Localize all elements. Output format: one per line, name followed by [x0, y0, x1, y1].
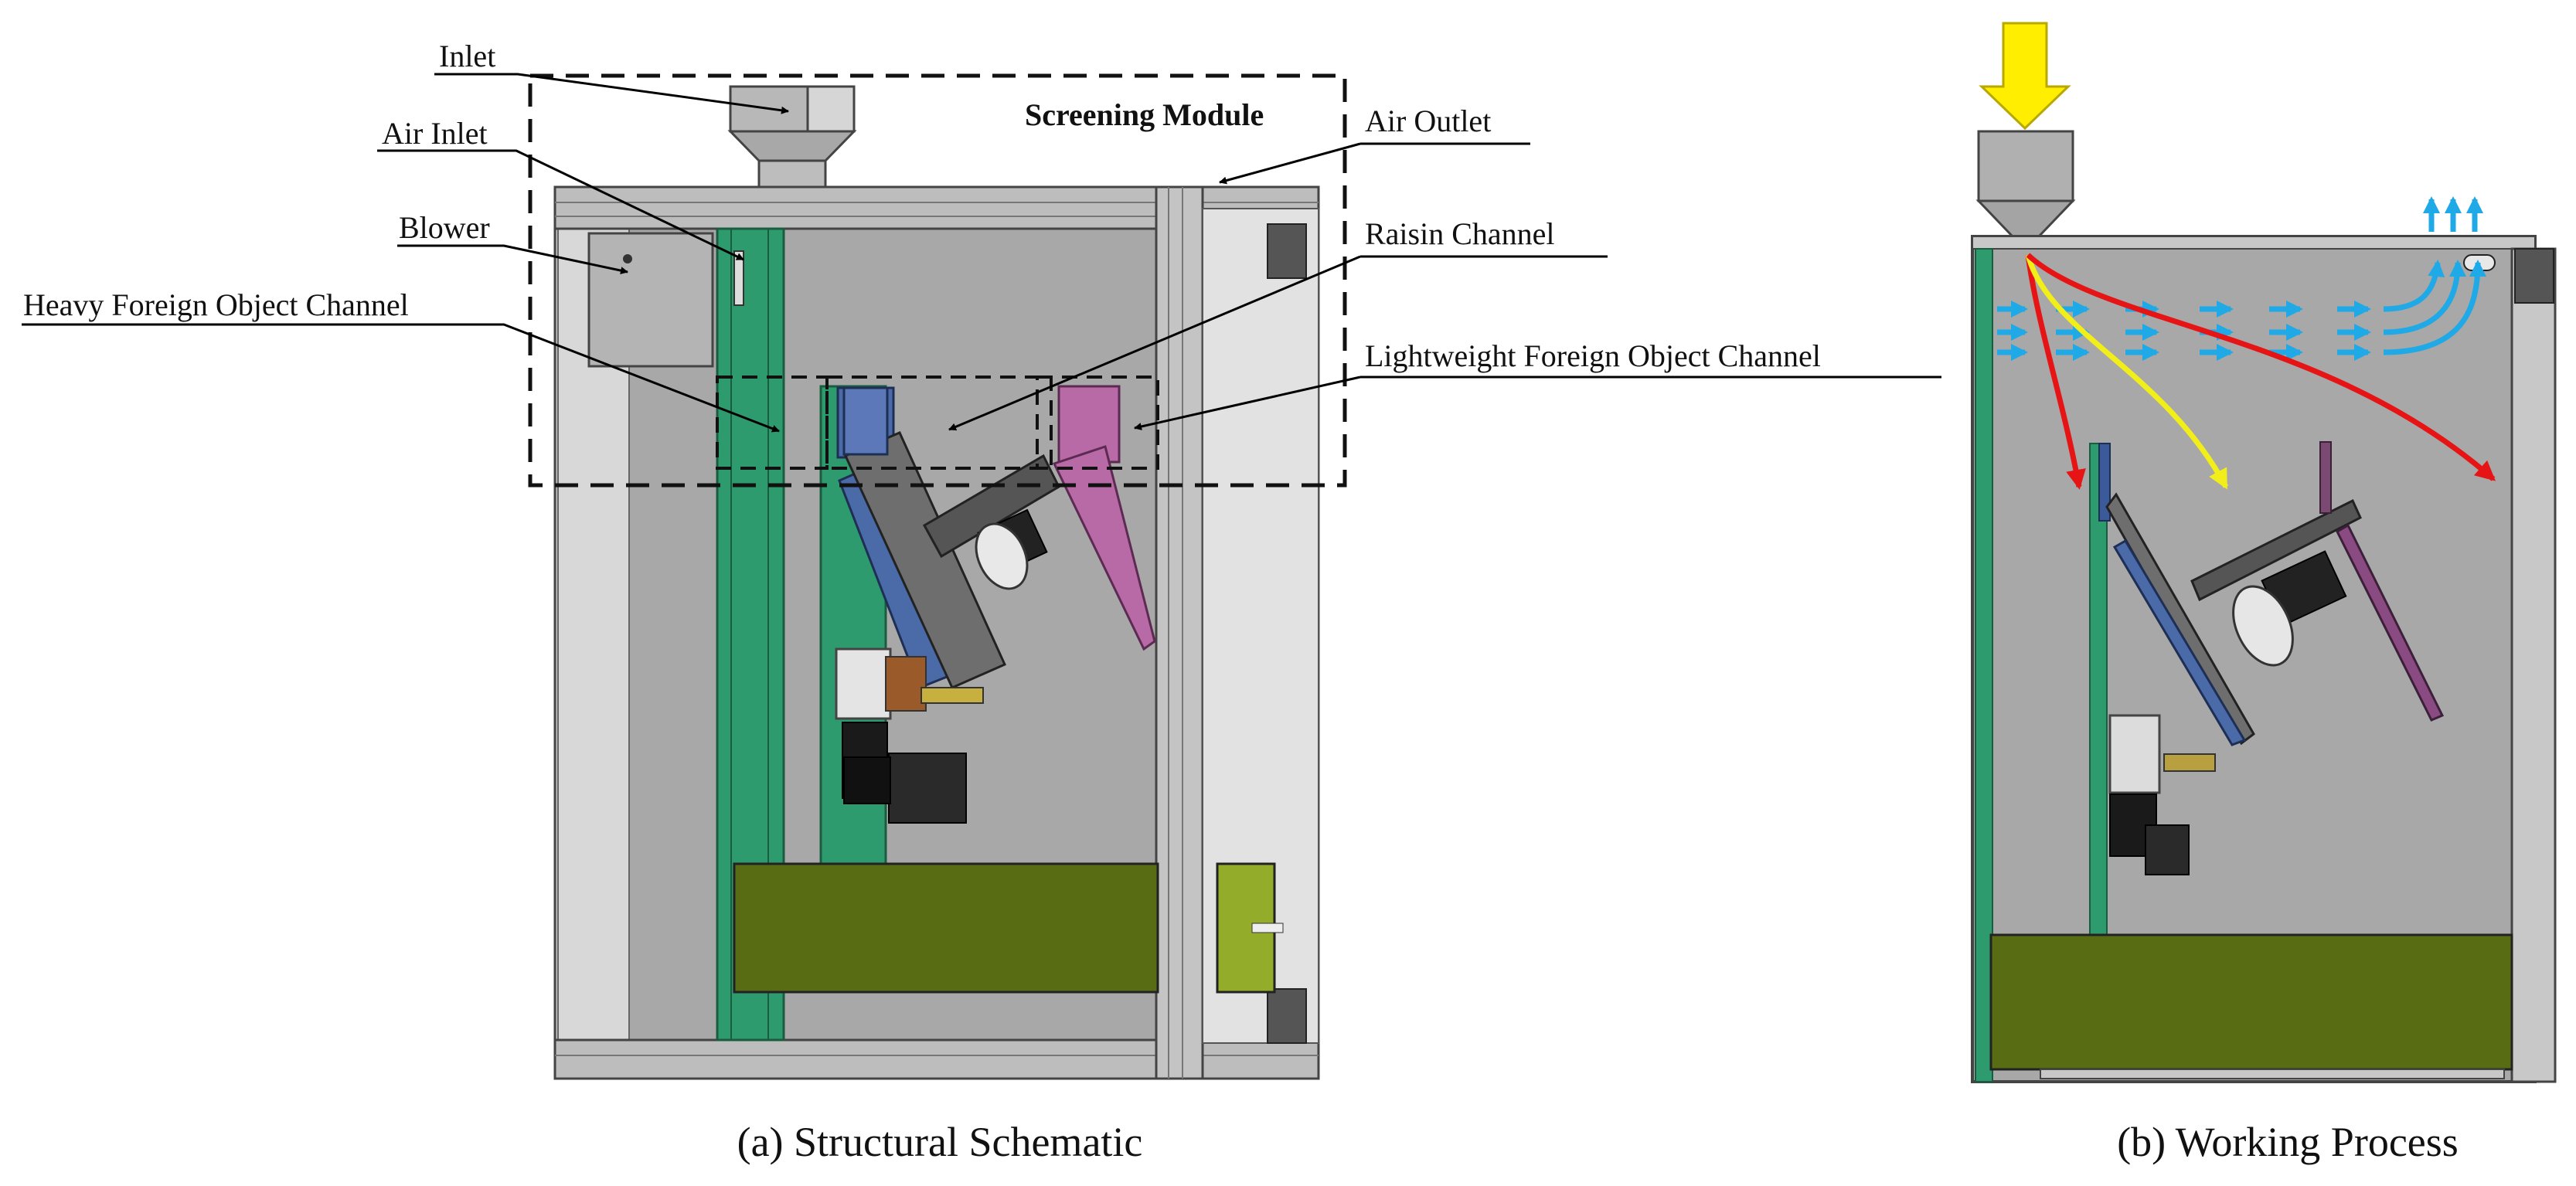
raisin-channel-box: [825, 376, 1053, 470]
magenta-chute: [1057, 385, 1121, 464]
raisin-path: [2025, 254, 2229, 490]
caption-a: (a) Structural Schematic: [737, 1119, 1143, 1165]
label-air-inlet: Air Inlet: [382, 116, 488, 151]
label-lightweight-channel: Lightweight Foreign Object Channel: [1365, 338, 1821, 373]
heavy-channel-box: [716, 376, 829, 470]
label-heavy-channel: Heavy Foreign Object Channel: [23, 287, 409, 322]
inlet-hopper: [727, 85, 857, 189]
structural-schematic: Inlet Air Inlet Blower Heavy Foreign Obj…: [22, 39, 1941, 1165]
label-inlet: Inlet: [439, 39, 495, 73]
label-air-outlet: Air Outlet: [1365, 104, 1491, 138]
callout-lightweight: [1135, 376, 1941, 428]
magenta-chute-b: [2336, 523, 2445, 722]
feed-arrow: [1979, 22, 2071, 131]
light-object-path: [2026, 253, 2496, 481]
label-raisin-channel: Raisin Channel: [1365, 216, 1555, 251]
caption-b: (b) Working Process: [2117, 1119, 2459, 1165]
right-post-b: [2510, 247, 2557, 1083]
blower-box: [587, 232, 714, 368]
magenta-chute-body: [1052, 445, 1156, 651]
callout-blower: [397, 244, 628, 275]
right-post: [1155, 185, 1204, 1080]
callout-air-outlet: [1220, 142, 1530, 182]
label-screening-module: Screening Module: [1025, 97, 1264, 132]
callout-raisin: [949, 255, 1608, 430]
screening-module-box: [528, 73, 1347, 488]
callout-inlet: [434, 73, 789, 114]
callout-air-inlet: [377, 149, 744, 261]
collection-bin-b: [1989, 933, 2513, 1071]
green-rail-b: [1975, 248, 1993, 1082]
working-process: (b) Working Process: [1971, 22, 2557, 1165]
hopper-b: [1975, 130, 2076, 251]
bottom-beam: [553, 1038, 1320, 1080]
blue-chute-b: [2112, 539, 2247, 746]
air-flow: [1997, 196, 2486, 361]
valve-assembly-b: [2108, 714, 2216, 875]
callout-heavy: [22, 323, 780, 433]
lightweight-channel-box: [1036, 376, 1159, 470]
label-blower: Blower: [399, 210, 490, 245]
heavy-object-path: [2025, 254, 2086, 490]
collection-bin: [733, 862, 1159, 994]
valve-assembly: [835, 647, 984, 824]
